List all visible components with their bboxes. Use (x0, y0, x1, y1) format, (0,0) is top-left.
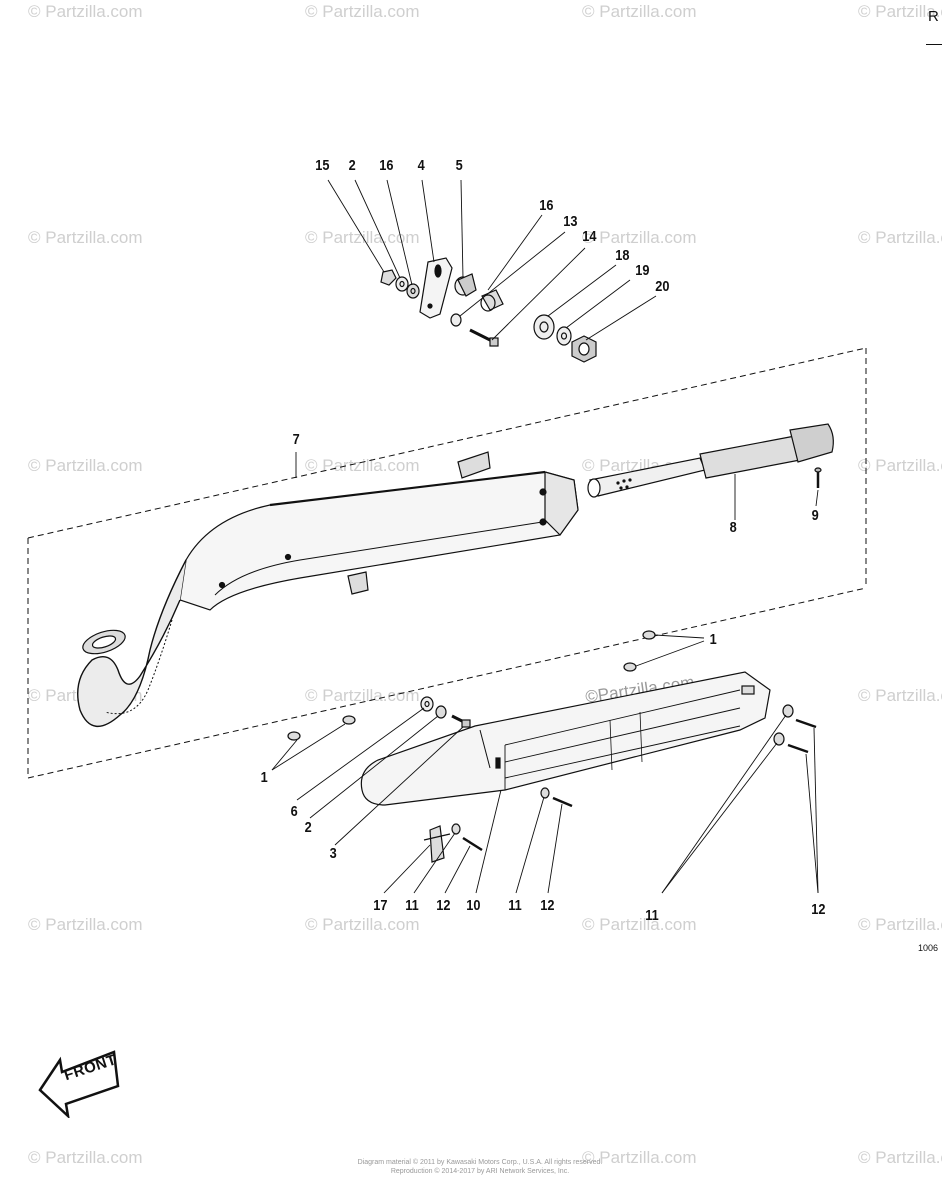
watermark: © Partzilla.com (305, 228, 420, 247)
washer-19 (556, 326, 572, 346)
mount-bracket-hardware (380, 257, 597, 363)
callout-12: 12 (811, 901, 826, 918)
collar-13 (480, 289, 504, 312)
callout-1: 1 (709, 631, 717, 648)
front-arrow-icon (38, 1050, 120, 1118)
nut-20 (571, 335, 597, 363)
watermark: © Partzilla.com (582, 915, 697, 934)
watermark: © Partzilla.com (305, 2, 420, 21)
callout-16: 16 (379, 157, 394, 174)
collar-5 (454, 273, 477, 297)
callout-2: 2 (304, 819, 312, 836)
washer-16 (406, 283, 420, 299)
callout-11: 11 (405, 897, 419, 914)
washer-16b (450, 313, 462, 327)
watermark: © Partzilla.com (858, 456, 942, 475)
watermark: © Partzilla.com (28, 228, 143, 247)
tail-pipe-8 (587, 423, 834, 498)
watermark: © Partzilla.com (28, 1148, 143, 1167)
watermark: © Partzilla.com (582, 228, 697, 247)
watermark: © Partzilla.com (28, 456, 143, 475)
muffler-body (77, 451, 579, 727)
copyright-line-2: Reproduction © 2014-2017 by ARI Network … (390, 1168, 570, 1175)
callout-2: 2 (348, 157, 356, 174)
muffler-bolt (218, 488, 547, 589)
copyright-line-1: Diagram material © 2011 by Kawasaki Moto… (357, 1159, 603, 1166)
leader-lines (271, 179, 819, 894)
callout-7: 7 (292, 431, 300, 448)
watermark: © Partzilla.com (582, 2, 697, 21)
watermark: © Partzilla.com (305, 456, 420, 475)
muffler-mount-tab (457, 451, 491, 479)
callout-20: 20 (655, 278, 670, 295)
callout-19: 19 (635, 262, 650, 279)
watermark: © Partzilla.com (305, 915, 420, 934)
callout-11: 11 (645, 907, 659, 924)
diagram-number: 1006 (918, 943, 939, 953)
callout-9: 9 (811, 507, 819, 524)
callout-18: 18 (615, 247, 630, 264)
washer-6 (420, 696, 434, 712)
muffler-mount-tab-lower (347, 571, 369, 595)
callout-14: 14 (582, 228, 597, 245)
watermark: © Partzilla.com (858, 915, 942, 934)
watermark: © Partzilla.com (305, 686, 420, 705)
bolt-3 (451, 714, 471, 728)
washer-11 (451, 704, 794, 835)
callout-6: 6 (290, 803, 298, 820)
clip-17 (423, 825, 451, 863)
callout-12: 12 (540, 897, 555, 914)
watermark: © Partzilla.com (858, 1148, 942, 1167)
watermark: © Partzilla.com (28, 2, 143, 21)
bracket-4 (419, 257, 453, 319)
callout-10: 10 (466, 897, 481, 914)
heat-guard-10 (360, 671, 771, 806)
washer-2b (435, 705, 447, 719)
callout-3: 3 (329, 845, 337, 862)
callout-1: 1 (260, 769, 268, 786)
callout-15: 15 (315, 157, 330, 174)
watermark: © Partzilla.com (858, 228, 942, 247)
nut-15 (380, 269, 397, 286)
callout-13: 13 (563, 213, 578, 230)
callout-11: 11 (508, 897, 522, 914)
washer-18 (533, 314, 555, 340)
bolt-12 (462, 718, 817, 852)
exhaust-flange (82, 629, 126, 655)
callout-8: 8 (729, 519, 737, 536)
callout-5: 5 (455, 157, 463, 174)
watermark: © Partzilla.com (582, 1148, 697, 1167)
watermark: © Partzilla.com (28, 915, 143, 934)
screw-9 (814, 467, 822, 488)
watermark: © Partzilla.com (858, 2, 942, 21)
watermark: © Partzilla.com (858, 686, 942, 705)
corner-label: R (928, 8, 939, 25)
corner-rule (926, 44, 942, 45)
assembly-boundary (27, 347, 867, 779)
callout-12: 12 (436, 897, 451, 914)
callout-17: 17 (373, 897, 388, 914)
washer-2 (395, 276, 409, 292)
callout-4: 4 (417, 157, 425, 174)
callout-16: 16 (539, 197, 554, 214)
